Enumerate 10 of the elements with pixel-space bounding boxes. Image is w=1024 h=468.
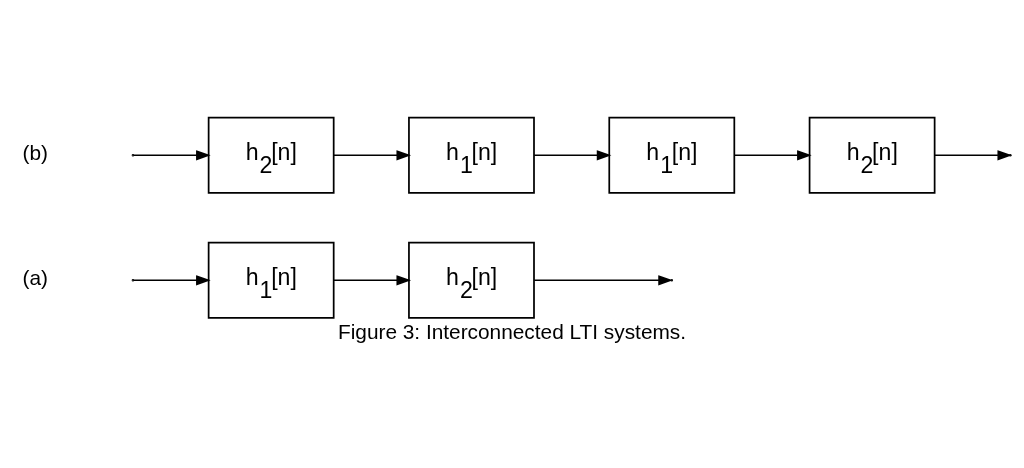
label: (a) [22,266,49,290]
arrow [533,150,612,161]
arrow [333,275,412,286]
arrow [132,150,211,161]
arrow [533,275,673,286]
caption: Figure 3: Interconnected LTI systems. [337,320,687,344]
arrow [733,150,812,161]
arrow [132,275,211,286]
label: (b) [22,141,49,165]
arrow [333,150,412,161]
